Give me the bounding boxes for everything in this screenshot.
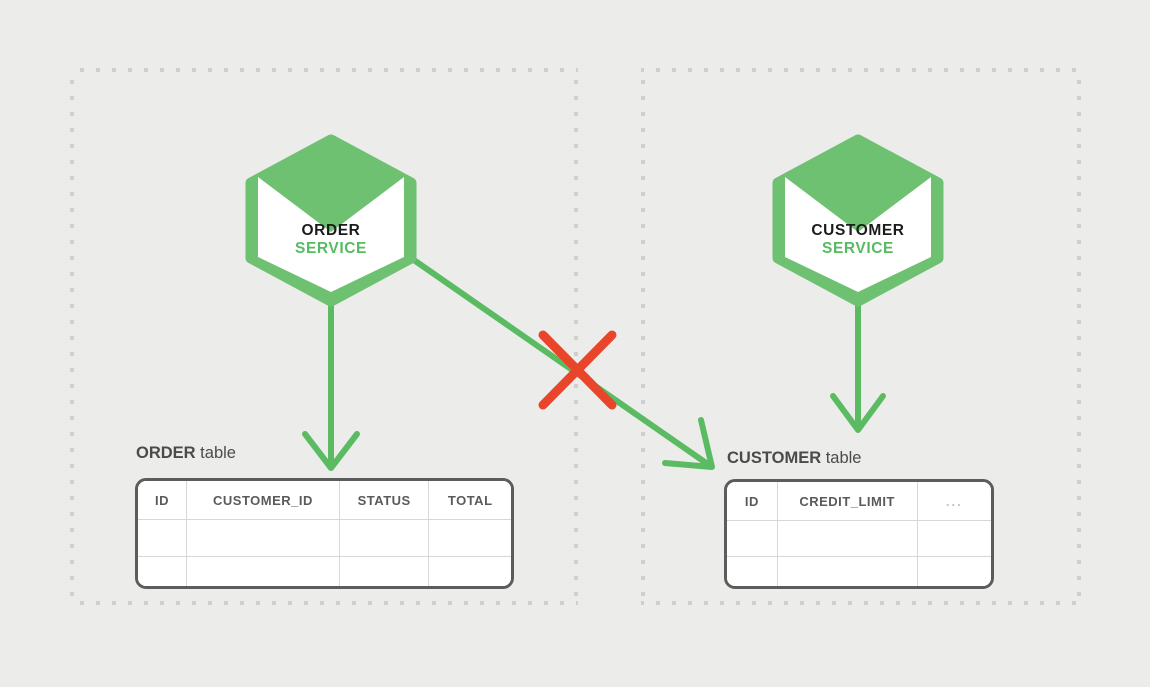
customer-service-boundary xyxy=(641,68,1081,605)
order-table: ID CUSTOMER_ID STATUS TOTAL xyxy=(135,478,514,589)
table-cell xyxy=(138,519,187,557)
table-cell xyxy=(727,556,778,586)
table-cell xyxy=(186,556,340,586)
table-cell xyxy=(428,519,511,557)
column-header: ID xyxy=(727,482,778,521)
table-cell xyxy=(727,520,778,557)
customer-table-caption-weak: table xyxy=(821,449,862,467)
column-header: STATUS xyxy=(339,481,430,520)
column-header: CUSTOMER_ID xyxy=(186,481,340,520)
table-cell xyxy=(339,519,430,557)
table-header-row: ID CUSTOMER_ID STATUS TOTAL xyxy=(138,481,511,520)
table-cell xyxy=(428,556,511,586)
column-header-ellipsis: ... xyxy=(917,482,991,521)
order-table-caption: ORDER table xyxy=(136,444,236,463)
table-row xyxy=(138,519,511,557)
table-row xyxy=(138,556,511,586)
order-service-boundary xyxy=(70,68,578,605)
column-header: CREDIT_LIMIT xyxy=(777,482,918,521)
column-header: ID xyxy=(138,481,187,520)
table-cell xyxy=(138,556,187,586)
forbidden-cross-icon xyxy=(538,330,617,410)
table-cell xyxy=(917,556,991,586)
table-row xyxy=(727,520,991,557)
table-header-row: ID CREDIT_LIMIT ... xyxy=(727,482,991,521)
connector-order-service-to-customer-table xyxy=(408,255,715,470)
table-cell xyxy=(777,520,918,557)
table-cell xyxy=(777,556,918,586)
customer-table-caption: CUSTOMER table xyxy=(727,449,862,468)
order-table-caption-weak: table xyxy=(195,444,236,462)
table-cell xyxy=(917,520,991,557)
customer-table: ID CREDIT_LIMIT ... xyxy=(724,479,994,589)
table-cell xyxy=(339,556,430,586)
table-row xyxy=(727,556,991,586)
column-header: TOTAL xyxy=(428,481,511,520)
order-table-caption-strong: ORDER xyxy=(136,444,196,462)
customer-service-hexagon[interactable] xyxy=(772,134,944,307)
customer-table-caption-strong: CUSTOMER xyxy=(727,449,822,467)
order-service-hexagon[interactable] xyxy=(245,134,417,307)
table-cell xyxy=(186,519,340,557)
